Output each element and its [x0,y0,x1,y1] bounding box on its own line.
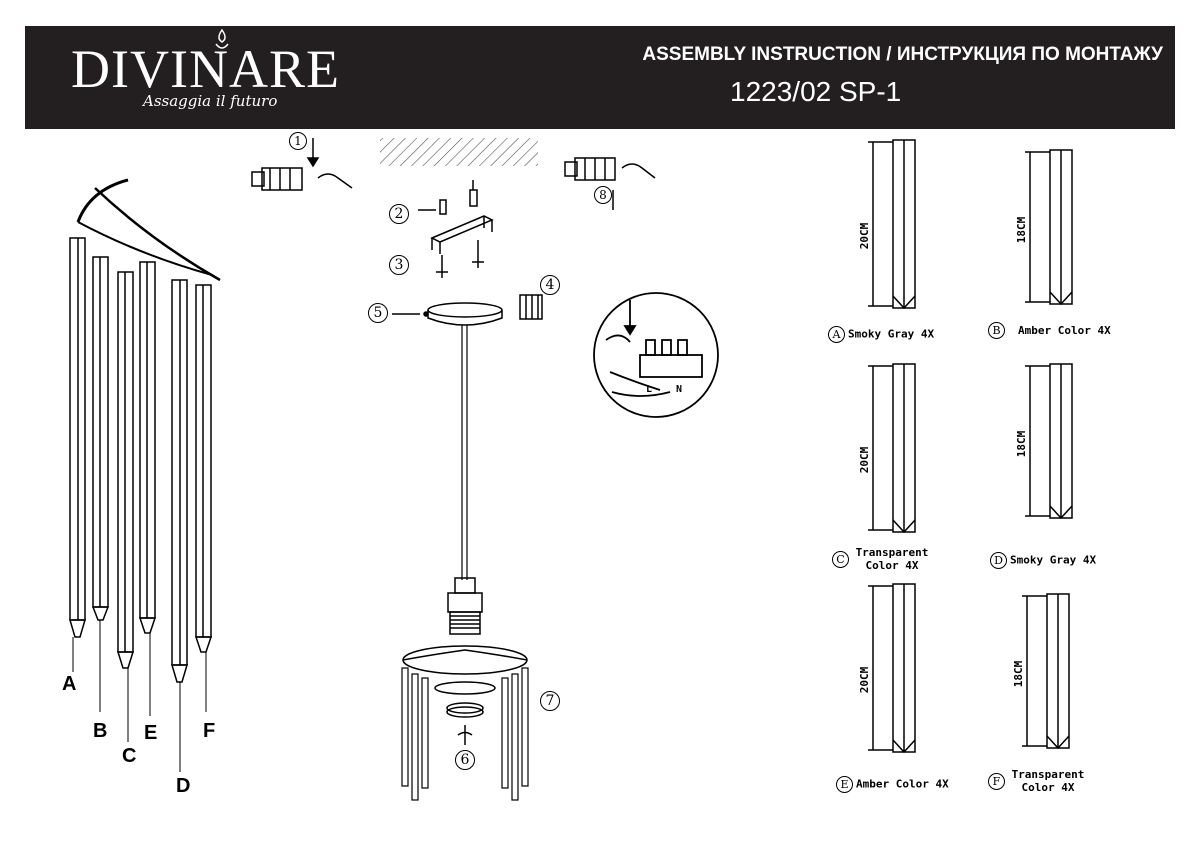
shade-ring-nut [446,702,484,745]
dimension-e: 20CM [858,666,871,693]
step-3-marker: 3 [389,255,409,275]
part-caption-b: B Amber Color 4X [988,322,1111,339]
flame-icon [215,28,229,49]
part-name-f: Transparent Color 4X [1011,768,1085,794]
crystal-ring-illustration [68,178,221,772]
part-letter-b: B [988,322,1005,339]
part-name-b: Amber Color 4X [1018,323,1111,337]
step-2-marker: 2 [389,204,409,224]
step-5-marker: 5 [368,303,388,323]
cable [461,325,468,580]
brand-tagline: Assaggia il futuro [143,92,278,110]
part-letter-e: E [836,776,853,793]
connector-mark-n: N [676,384,682,395]
step-4-marker: 4 [540,275,560,295]
header-banner: DIVINARE Assaggia il futuro ASSEMBLY INS… [25,26,1175,129]
part-letter-a: A [828,326,845,343]
ring-label-e: E [144,722,158,744]
socket-detail-left [251,138,353,191]
document-title: ASSEMBLY INSTRUCTION / ИНСТРУКЦИЯ ПО МОН… [642,44,1163,65]
dimension-a: 20CM [858,222,871,249]
step-8-marker: 8 [594,186,612,204]
part-name-d: Smoky Gray 4X [1010,553,1097,567]
part-letter-c: C [832,550,849,568]
lamp-socket [447,577,483,635]
connector-mark-l: L [646,384,652,395]
ring-label-b: B [93,720,108,742]
part-caption-c: C Transparent Color 4X [832,546,932,572]
part-caption-f: F Transparent Color 4X [988,768,1088,794]
step-7-marker: 7 [540,691,560,711]
part-name-c: Transparent Color 4X [855,546,929,572]
dimension-d: 18CM [1015,430,1028,457]
canopy [392,294,543,326]
dimension-f: 18CM [1012,660,1025,687]
part-name-e: Amber Color 4X [856,777,949,791]
part-name-a: Smoky Gray 4X [848,327,935,341]
dimension-c: 20CM [858,446,871,473]
shade-frame [402,645,528,695]
step-6-marker: 6 [455,750,475,770]
wiring-detail [593,292,719,418]
shade-crystals [401,667,529,801]
step-1-marker: 1 [289,132,307,150]
part-letter-d: D [990,552,1007,569]
part-letter-f: F [988,772,1005,790]
ring-label-a: A [62,673,77,695]
dimension-b: 18CM [1015,216,1028,243]
ceiling-hatch [380,138,538,166]
parts-list [868,139,1073,754]
mounting-bracket [418,180,494,278]
socket-detail-right [564,157,656,210]
brand-logo: DIVINARE [71,39,340,99]
ring-label-d: D [176,775,191,797]
ring-label-c: C [122,745,137,767]
model-number: 1223/02 SP-1 [730,76,902,107]
ring-label-f: F [203,720,216,742]
